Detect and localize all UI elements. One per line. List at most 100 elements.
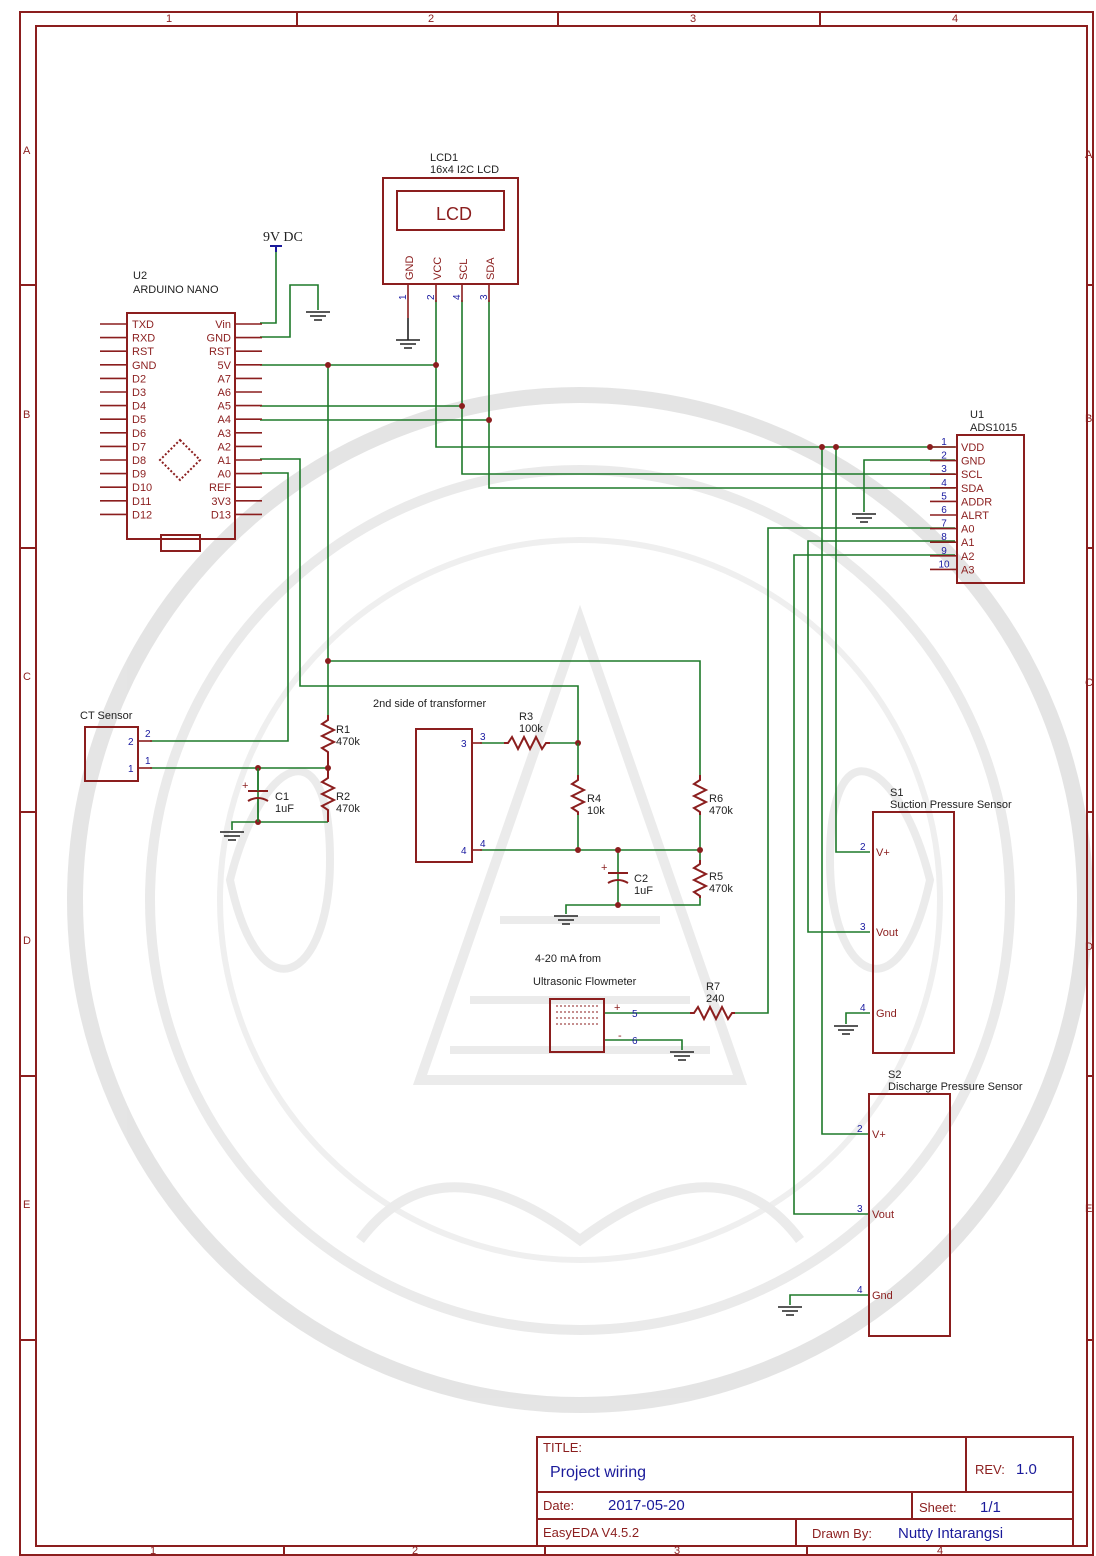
s1-pin-name: Vout	[876, 927, 898, 939]
s2-pin-name: Gnd	[872, 1290, 893, 1302]
c2-value: 1uF	[634, 885, 653, 897]
adc-pin-name: A3	[961, 564, 974, 576]
arduino-right-pin-label: A3	[218, 428, 231, 440]
adc-pin-name: A0	[961, 524, 974, 536]
r2-ref: R2	[336, 791, 350, 803]
power-9v-supply: 9V DC	[263, 230, 303, 252]
drawn-value: Nutty Intarangsi	[898, 1525, 1003, 1542]
zone-row-b-left: B	[23, 409, 30, 421]
arduino-right-pin-label: Vin	[215, 319, 231, 331]
resistor-r6: R6 470k	[691, 775, 733, 817]
adc-pin-number: 9	[941, 546, 947, 557]
arduino-right-pin-label: RST	[209, 346, 231, 358]
s2-pin-name: Vout	[872, 1209, 894, 1221]
adc-pin-name: A2	[961, 551, 974, 563]
adc-pin-name: A1	[961, 537, 974, 549]
lcd-pin-number: 2	[426, 294, 437, 300]
r1-ref: R1	[336, 724, 350, 736]
arduino-right-pin-label: 5V	[218, 360, 232, 372]
resistor-r5: R5 470k	[691, 860, 733, 898]
flowmeter-pin-number: 6	[632, 1036, 638, 1047]
r3-value: 100k	[519, 723, 543, 735]
adc-pin-number: 4	[941, 478, 947, 489]
flowmeter-minus-icon: -	[618, 1030, 622, 1042]
r4-value: 10k	[587, 805, 605, 817]
rev-value: 1.0	[1016, 1461, 1037, 1478]
arduino-right-pin-label: A4	[218, 414, 231, 426]
ground-icon	[778, 1306, 802, 1316]
sheet-value: 1/1	[980, 1499, 1001, 1516]
arduino-ref: U2	[133, 270, 147, 282]
zone-row-a-right: A	[1085, 149, 1093, 161]
adc-pin-number: 1	[941, 437, 947, 448]
r2-value: 470k	[336, 803, 360, 815]
flowmeter-pin-number: 5	[632, 1009, 638, 1020]
c1-plus-icon: +	[242, 780, 248, 792]
zone-col-4-bottom: 4	[937, 1545, 943, 1556]
ct-pin-number: 2	[145, 729, 151, 740]
lcd-value: 16x4 I2C LCD	[430, 164, 499, 176]
ground-icon	[396, 318, 420, 349]
s2-value: Discharge Pressure Sensor	[888, 1081, 1023, 1093]
s1-pin-number: 3	[860, 922, 866, 933]
adc-pin-number: 5	[941, 491, 947, 502]
zone-row-c-right: C	[1085, 677, 1093, 689]
s2-pin-number: 2	[857, 1124, 863, 1135]
zone-row-d-right: D	[1085, 941, 1093, 953]
tool-value: EasyEDA V4.5.2	[543, 1525, 639, 1540]
arduino-right-pin-label: GND	[207, 333, 232, 345]
lcd-pin-name: SDA	[485, 257, 497, 280]
arduino-left-pin-label: D4	[132, 401, 146, 413]
resistor-r1: R1 470k	[319, 715, 360, 768]
adc-pin-name: SCL	[961, 469, 982, 481]
capacitor-c2: + C2 1uF	[601, 862, 653, 897]
date-value: 2017-05-20	[608, 1497, 685, 1514]
title-key: TITLE:	[543, 1440, 582, 1455]
lcd-pin-name: SCL	[458, 259, 470, 280]
s2-pin-number: 4	[857, 1285, 863, 1296]
zone-col-1-top: 1	[166, 13, 172, 25]
ground-icon	[306, 311, 330, 321]
arduino-left-pin-label: D9	[132, 469, 146, 481]
resistor-r7: R7 240	[690, 981, 735, 1022]
capacitor-c1: + C1 1uF	[242, 768, 294, 822]
lcd-pin-number: 4	[452, 294, 463, 300]
adc-pin-name: SDA	[961, 483, 984, 495]
date-key: Date:	[543, 1498, 574, 1513]
arduino-right-pin-label: REF	[209, 482, 231, 494]
transformer-pin-number: 3	[480, 732, 486, 743]
lcd-screen-text: LCD	[436, 204, 472, 224]
title-block: TITLE: Project wiring REV: 1.0 Date: 201…	[536, 1436, 1074, 1547]
s2-ref: S2	[888, 1069, 901, 1081]
flowmeter-plus-icon: +	[614, 1002, 620, 1014]
adc-pin-number: 10	[938, 559, 950, 570]
flowmeter-label-line1: 4-20 mA from	[535, 953, 601, 965]
wires	[150, 250, 955, 1305]
arduino-left-pin-label: GND	[132, 360, 157, 372]
ct-sensor-label: CT Sensor	[80, 710, 133, 722]
arduino-right-pin-label: A5	[218, 401, 231, 413]
rev-key: REV:	[975, 1462, 1005, 1477]
ct-pin-number: 1	[145, 756, 151, 767]
resistor-r3: R3 100k	[504, 711, 550, 752]
transformer-secondary: 2nd side of transformer 3 4 3 4	[373, 698, 486, 863]
ground-icon	[670, 1051, 694, 1061]
ground-symbols	[220, 311, 876, 1316]
adc-pin-number: 7	[941, 519, 947, 530]
zone-row-c-left: C	[23, 671, 31, 683]
lcd-pin-number: 3	[479, 294, 490, 300]
r6-value: 470k	[709, 805, 733, 817]
adc-pin-name: GND	[961, 456, 986, 468]
arduino-right-pin-label: A6	[218, 387, 231, 399]
adc-pin-number: 6	[941, 505, 947, 516]
zone-row-b-right: B	[1085, 413, 1092, 425]
c1-ref: C1	[275, 791, 289, 803]
resistor-r2: R2 470k	[319, 768, 360, 822]
s1-pin-number: 2	[860, 842, 866, 853]
flowmeter-connector: 4-20 mA from Ultrasonic Flowmeter + - 5 …	[533, 953, 638, 1053]
arduino-right-pin-label: A2	[218, 441, 231, 453]
arduino-left-pin-label: D11	[132, 496, 151, 508]
ground-icon	[220, 831, 244, 841]
